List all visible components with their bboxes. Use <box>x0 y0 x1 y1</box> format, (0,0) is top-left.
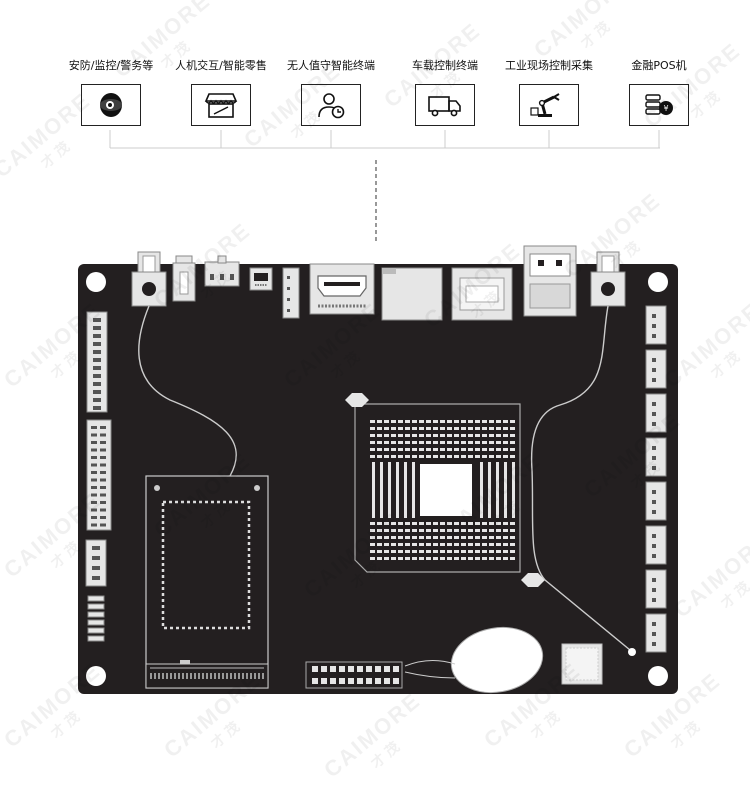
svg-text:¥: ¥ <box>663 104 668 113</box>
debug-header <box>305 661 403 689</box>
app-industrial: 工业现场控制采集 <box>494 58 604 126</box>
connectors-right <box>645 305 667 653</box>
app-label: 车载控制终端 <box>412 59 478 72</box>
app-icon-box <box>81 84 141 126</box>
ic-chip <box>561 643 603 685</box>
user-clock-icon <box>318 93 345 119</box>
app-label: 无人值守智能终端 <box>287 59 375 72</box>
truck-icon <box>428 96 461 117</box>
app-security: 安防/监控/警务等 <box>56 58 166 126</box>
robot-arm-icon <box>530 93 560 117</box>
connector-lines <box>109 130 660 244</box>
app-label: 金融POS机 <box>631 59 687 72</box>
mount-hole <box>86 272 106 292</box>
app-icon-box <box>519 84 579 126</box>
standoff <box>521 573 545 587</box>
gpio-header-left-3 <box>85 539 107 587</box>
app-unattended: 无人值守智能终端 <box>276 58 386 126</box>
power-header <box>204 255 240 287</box>
rtc-battery <box>404 626 544 694</box>
micro-usb-port <box>249 267 273 291</box>
app-icon-box <box>191 84 251 126</box>
antenna-pad <box>628 648 636 656</box>
ethernet-port <box>451 267 513 321</box>
app-icon-box <box>415 84 475 126</box>
camera-icon <box>100 93 122 117</box>
app-icon-box <box>301 84 361 126</box>
pin-header-top <box>282 267 300 319</box>
mount-hole <box>648 666 668 686</box>
gpio-header-left-4 <box>87 595 105 642</box>
app-label: 人机交互/智能零售 <box>175 59 267 72</box>
gpio-header-left-2 <box>86 419 112 531</box>
antenna-connector-right <box>590 251 626 307</box>
hdmi-port <box>309 263 375 315</box>
standoff <box>345 393 369 407</box>
app-vehicle: 车载控制终端 <box>390 58 500 126</box>
gpio-header-left-1 <box>86 311 108 413</box>
cpu-die <box>420 464 472 516</box>
coins-icon: ¥ <box>645 94 673 115</box>
app-icon-box: ¥ <box>629 84 689 126</box>
mount-hole <box>86 666 106 686</box>
application-row: 安防/监控/警务等 人机交互/智能零售 无人值守智能终端 <box>0 58 750 138</box>
app-retail: 人机交互/智能零售 <box>166 58 276 126</box>
pcb-board <box>78 245 678 694</box>
app-pos: 金融POS机 ¥ <box>604 58 714 126</box>
mount-hole <box>648 272 668 292</box>
antenna-cable <box>138 305 237 477</box>
antenna-cable <box>530 305 631 651</box>
antenna-connector-left <box>131 251 167 307</box>
audio-jack <box>172 255 196 302</box>
cpu-area <box>345 393 545 587</box>
app-label: 工业现场控制采集 <box>505 59 593 72</box>
app-label: 安防/监控/警务等 <box>68 59 154 72</box>
wireless-module <box>145 475 269 689</box>
sd-card-slot <box>381 267 443 321</box>
storefront-icon <box>204 93 238 118</box>
usb-a-port <box>523 245 577 317</box>
